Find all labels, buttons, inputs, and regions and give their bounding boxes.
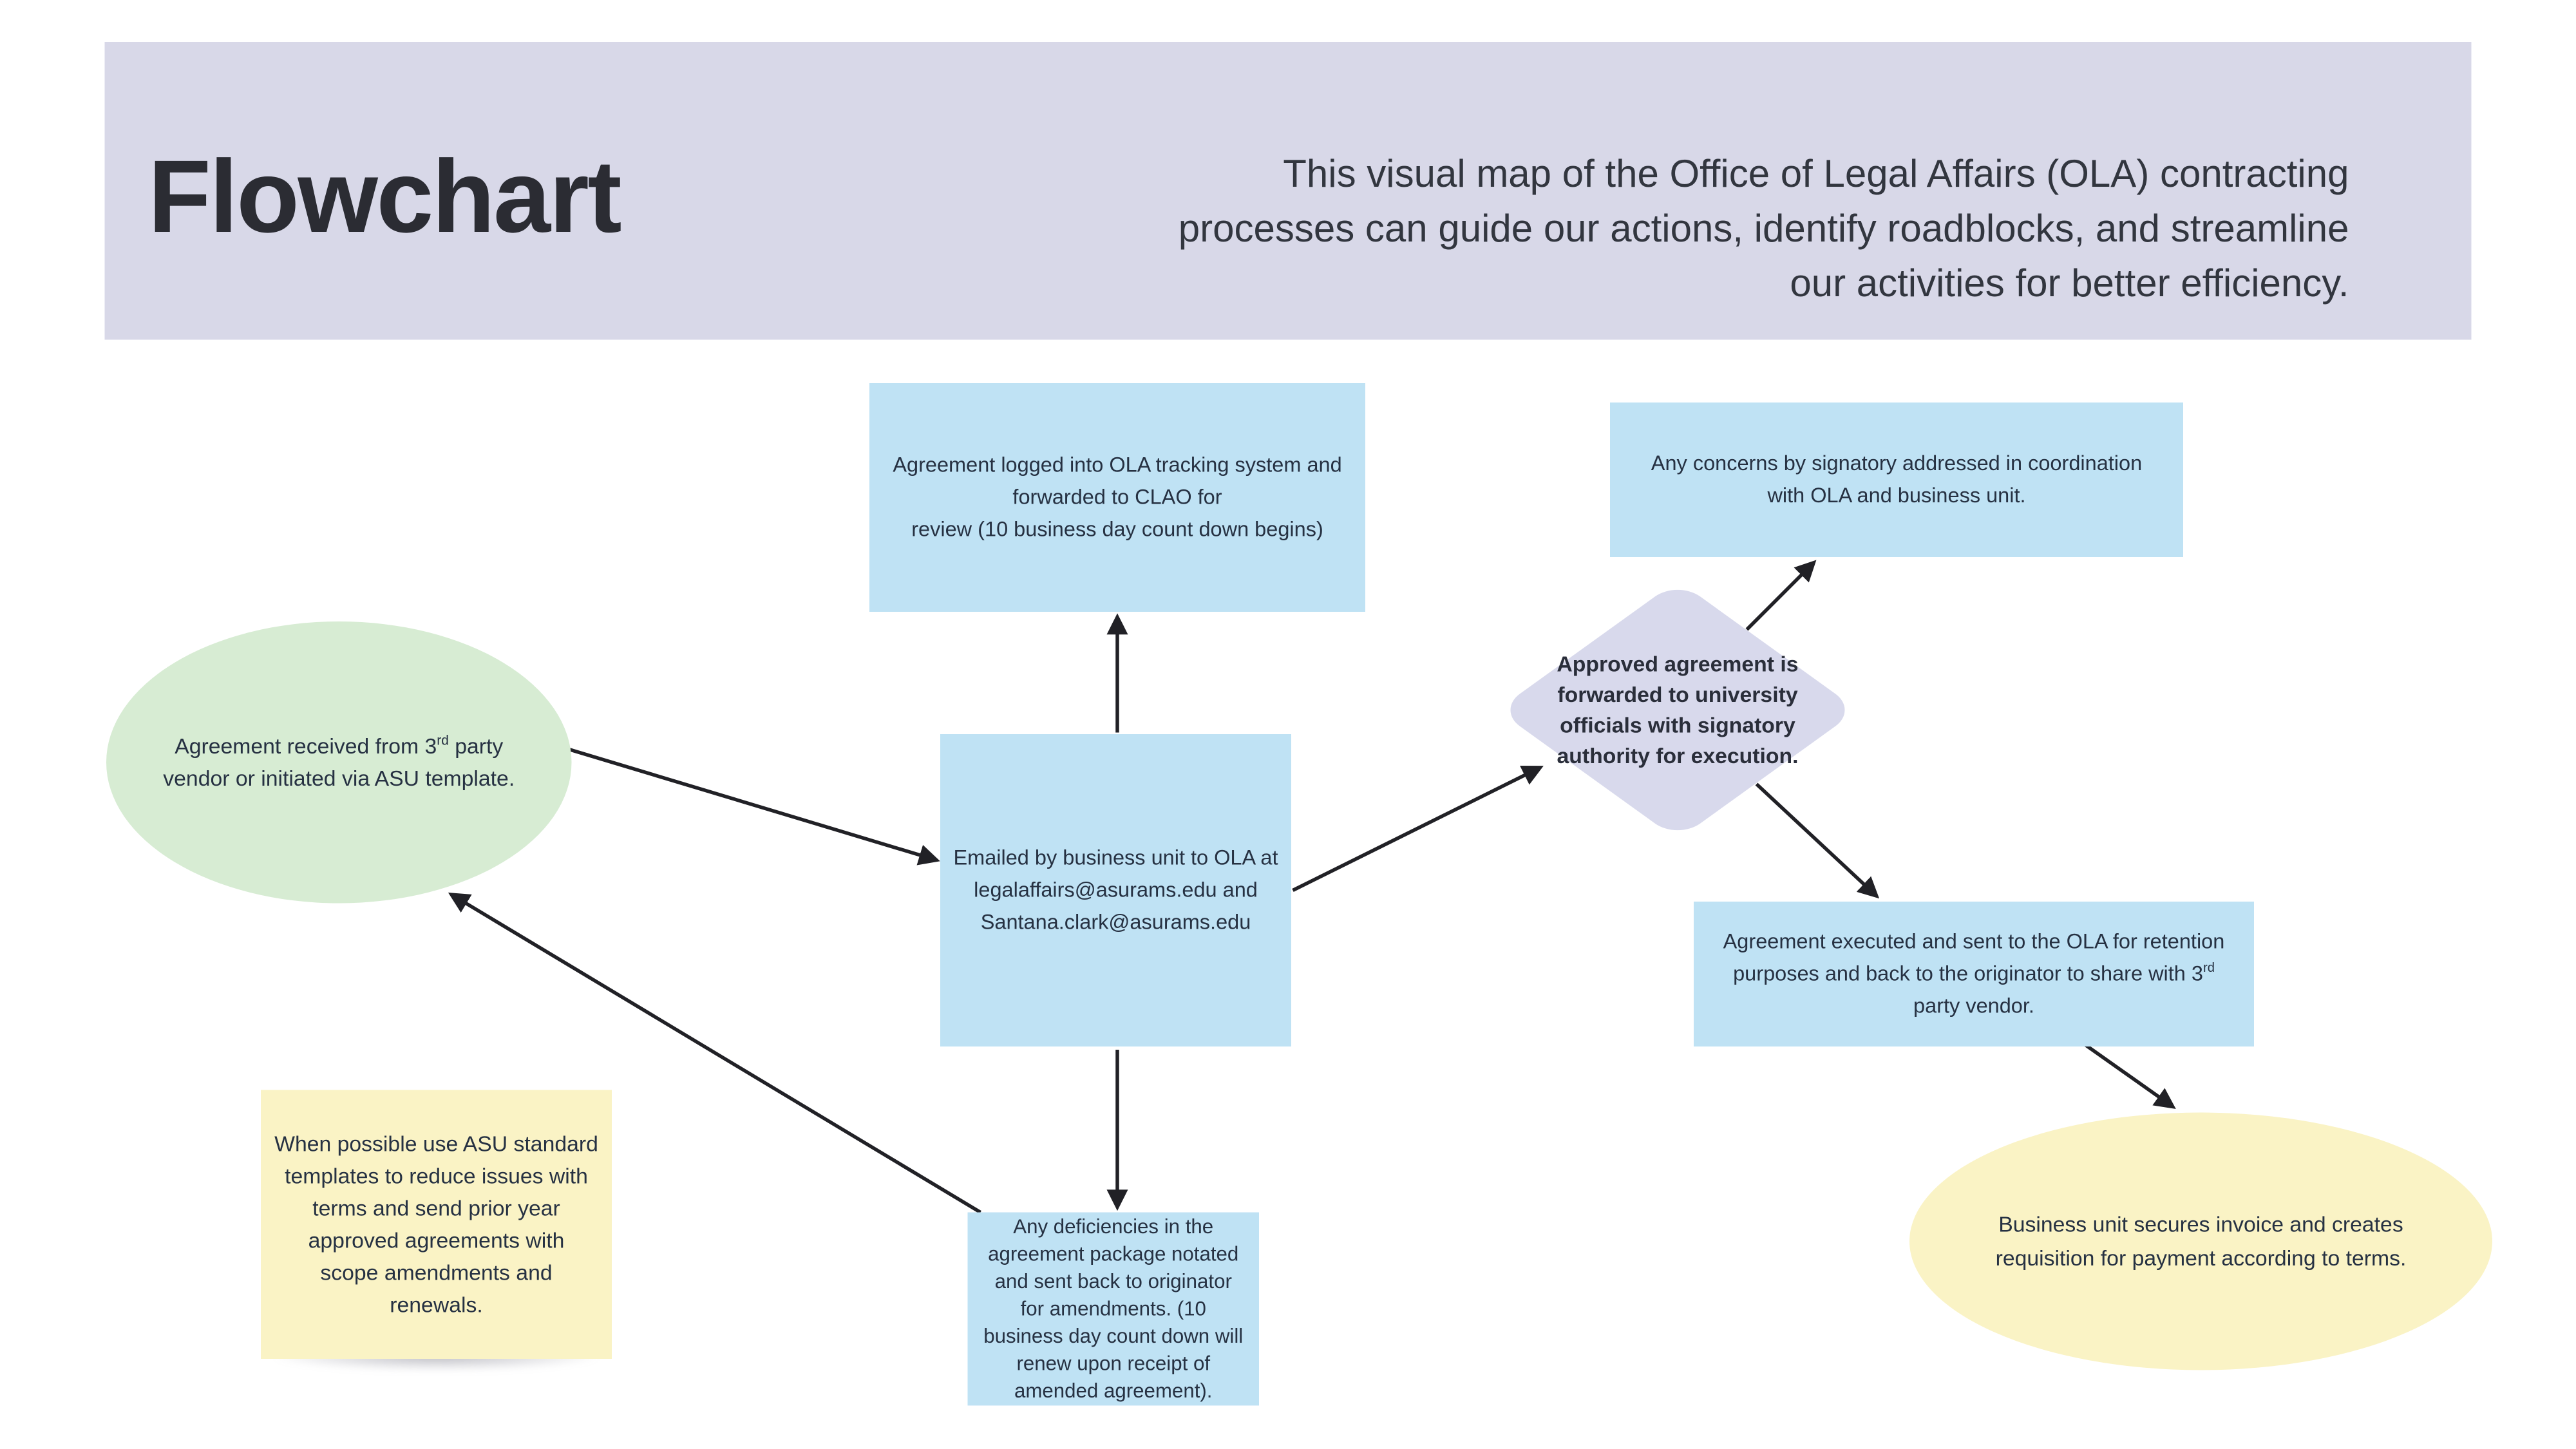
page-title: Flowchart	[148, 138, 622, 254]
page-description: This visual map of the Office of Legal A…	[1178, 153, 2349, 307]
connector-diamond-to-executed	[1755, 782, 1880, 899]
node-concerns-box: Any concerns by signatory addressed in c…	[1610, 402, 2183, 557]
node-log-box: Agreement logged into OLA tracking syste…	[869, 383, 1365, 612]
connector-email-to-diamond	[1292, 765, 1544, 892]
connector-diamond-to-concerns	[1745, 560, 1817, 631]
connector-executed-to-invoice	[2077, 1038, 2176, 1109]
header-band	[104, 42, 2472, 340]
connector-start-to-email	[566, 746, 940, 866]
node-executed-box: Agreement executed and sent to the OLA f…	[1694, 902, 2254, 1046]
node-invoice-ellipse: Business unit secures invoice and create…	[1909, 1112, 2492, 1370]
